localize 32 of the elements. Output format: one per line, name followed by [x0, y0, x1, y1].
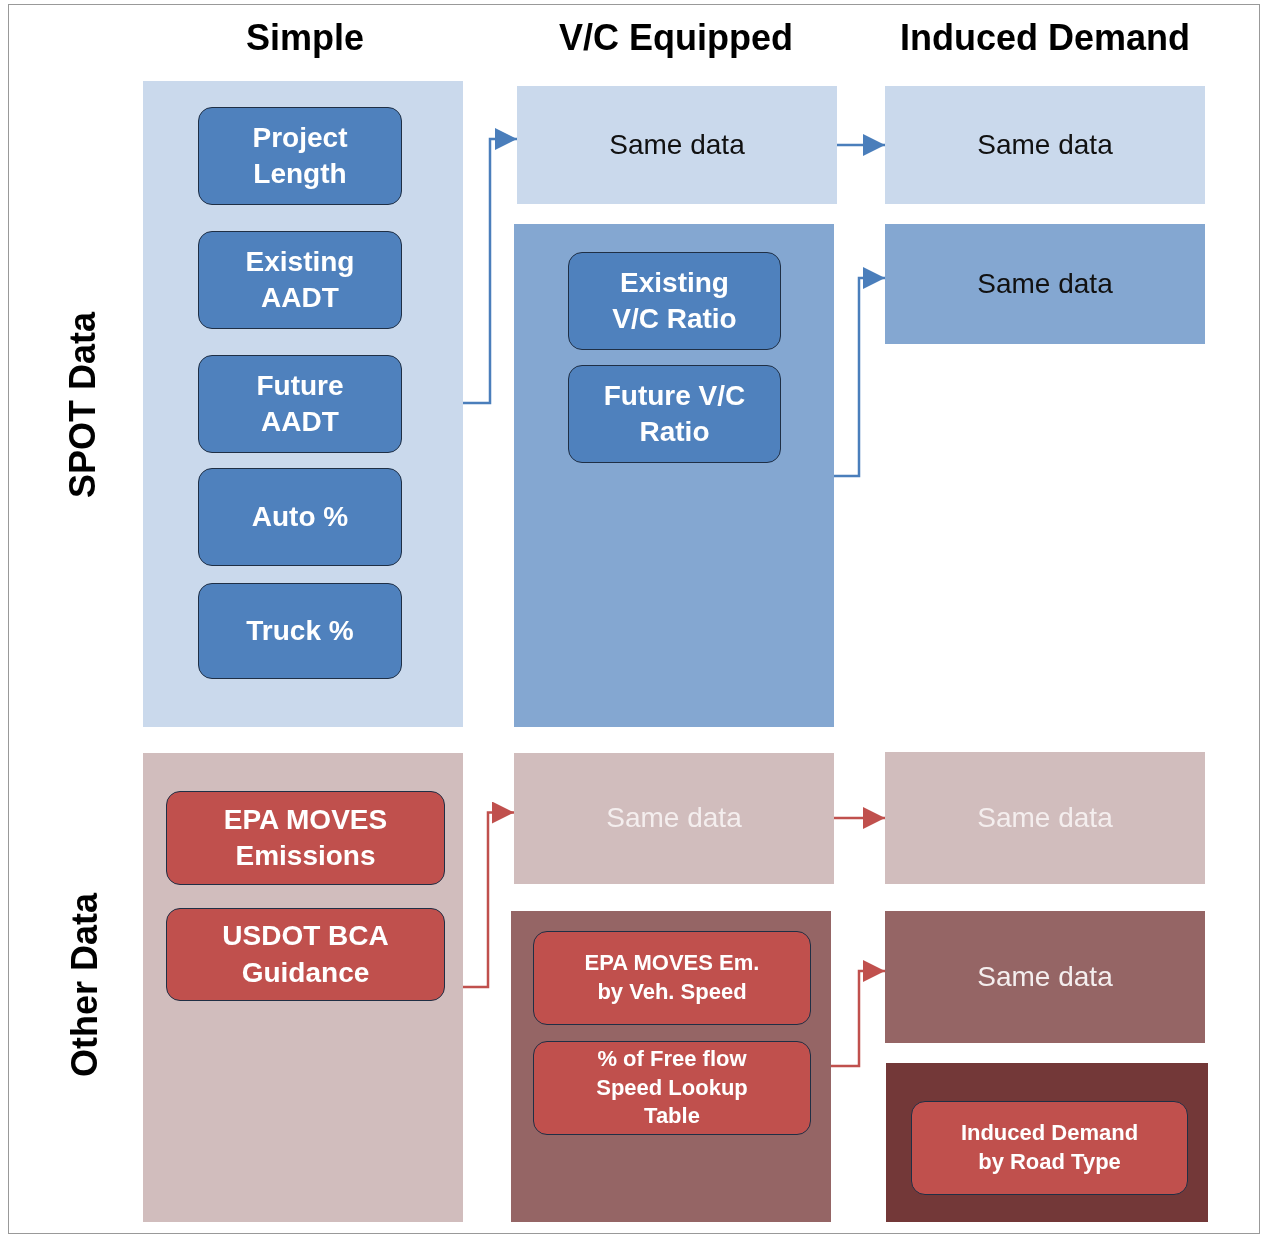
group-panel — [886, 1063, 1208, 1222]
connector-arrow — [463, 801, 514, 989]
data-box: Induced Demand by Road Type — [911, 1101, 1188, 1195]
data-box: Truck % — [198, 583, 402, 679]
group-panel — [143, 753, 463, 1222]
data-box: % of Free flow Speed Lookup Table — [533, 1041, 811, 1135]
data-box: EPA MOVES Em. by Veh. Speed — [533, 931, 811, 1025]
data-box: Auto % — [198, 468, 402, 566]
group-panel — [143, 81, 463, 727]
row-heading: Other Data — [64, 893, 106, 1077]
data-box: Existing AADT — [198, 231, 402, 329]
data-box: USDOT BCA Guidance — [166, 908, 445, 1001]
column-heading: Simple — [246, 17, 364, 59]
group-panel — [511, 911, 831, 1222]
data-box: Same data — [885, 911, 1205, 1043]
column-heading: V/C Equipped — [559, 17, 793, 59]
connector-arrow — [834, 807, 885, 829]
data-box: Same data — [517, 86, 837, 204]
group-panel — [514, 224, 834, 727]
connector-arrow — [831, 960, 885, 1068]
data-box: Project Length — [198, 107, 402, 205]
connector-arrow — [837, 134, 885, 156]
data-box: Same data — [885, 224, 1205, 344]
column-heading: Induced Demand — [900, 17, 1190, 59]
data-box: Existing V/C Ratio — [568, 252, 781, 350]
connector-arrow — [834, 267, 885, 478]
data-box: Future V/C Ratio — [568, 365, 781, 463]
data-box: EPA MOVES Emissions — [166, 791, 445, 885]
row-heading: SPOT Data — [62, 312, 104, 498]
data-box: Future AADT — [198, 355, 402, 453]
data-box: Same data — [885, 86, 1205, 204]
connector-arrow — [463, 128, 517, 405]
